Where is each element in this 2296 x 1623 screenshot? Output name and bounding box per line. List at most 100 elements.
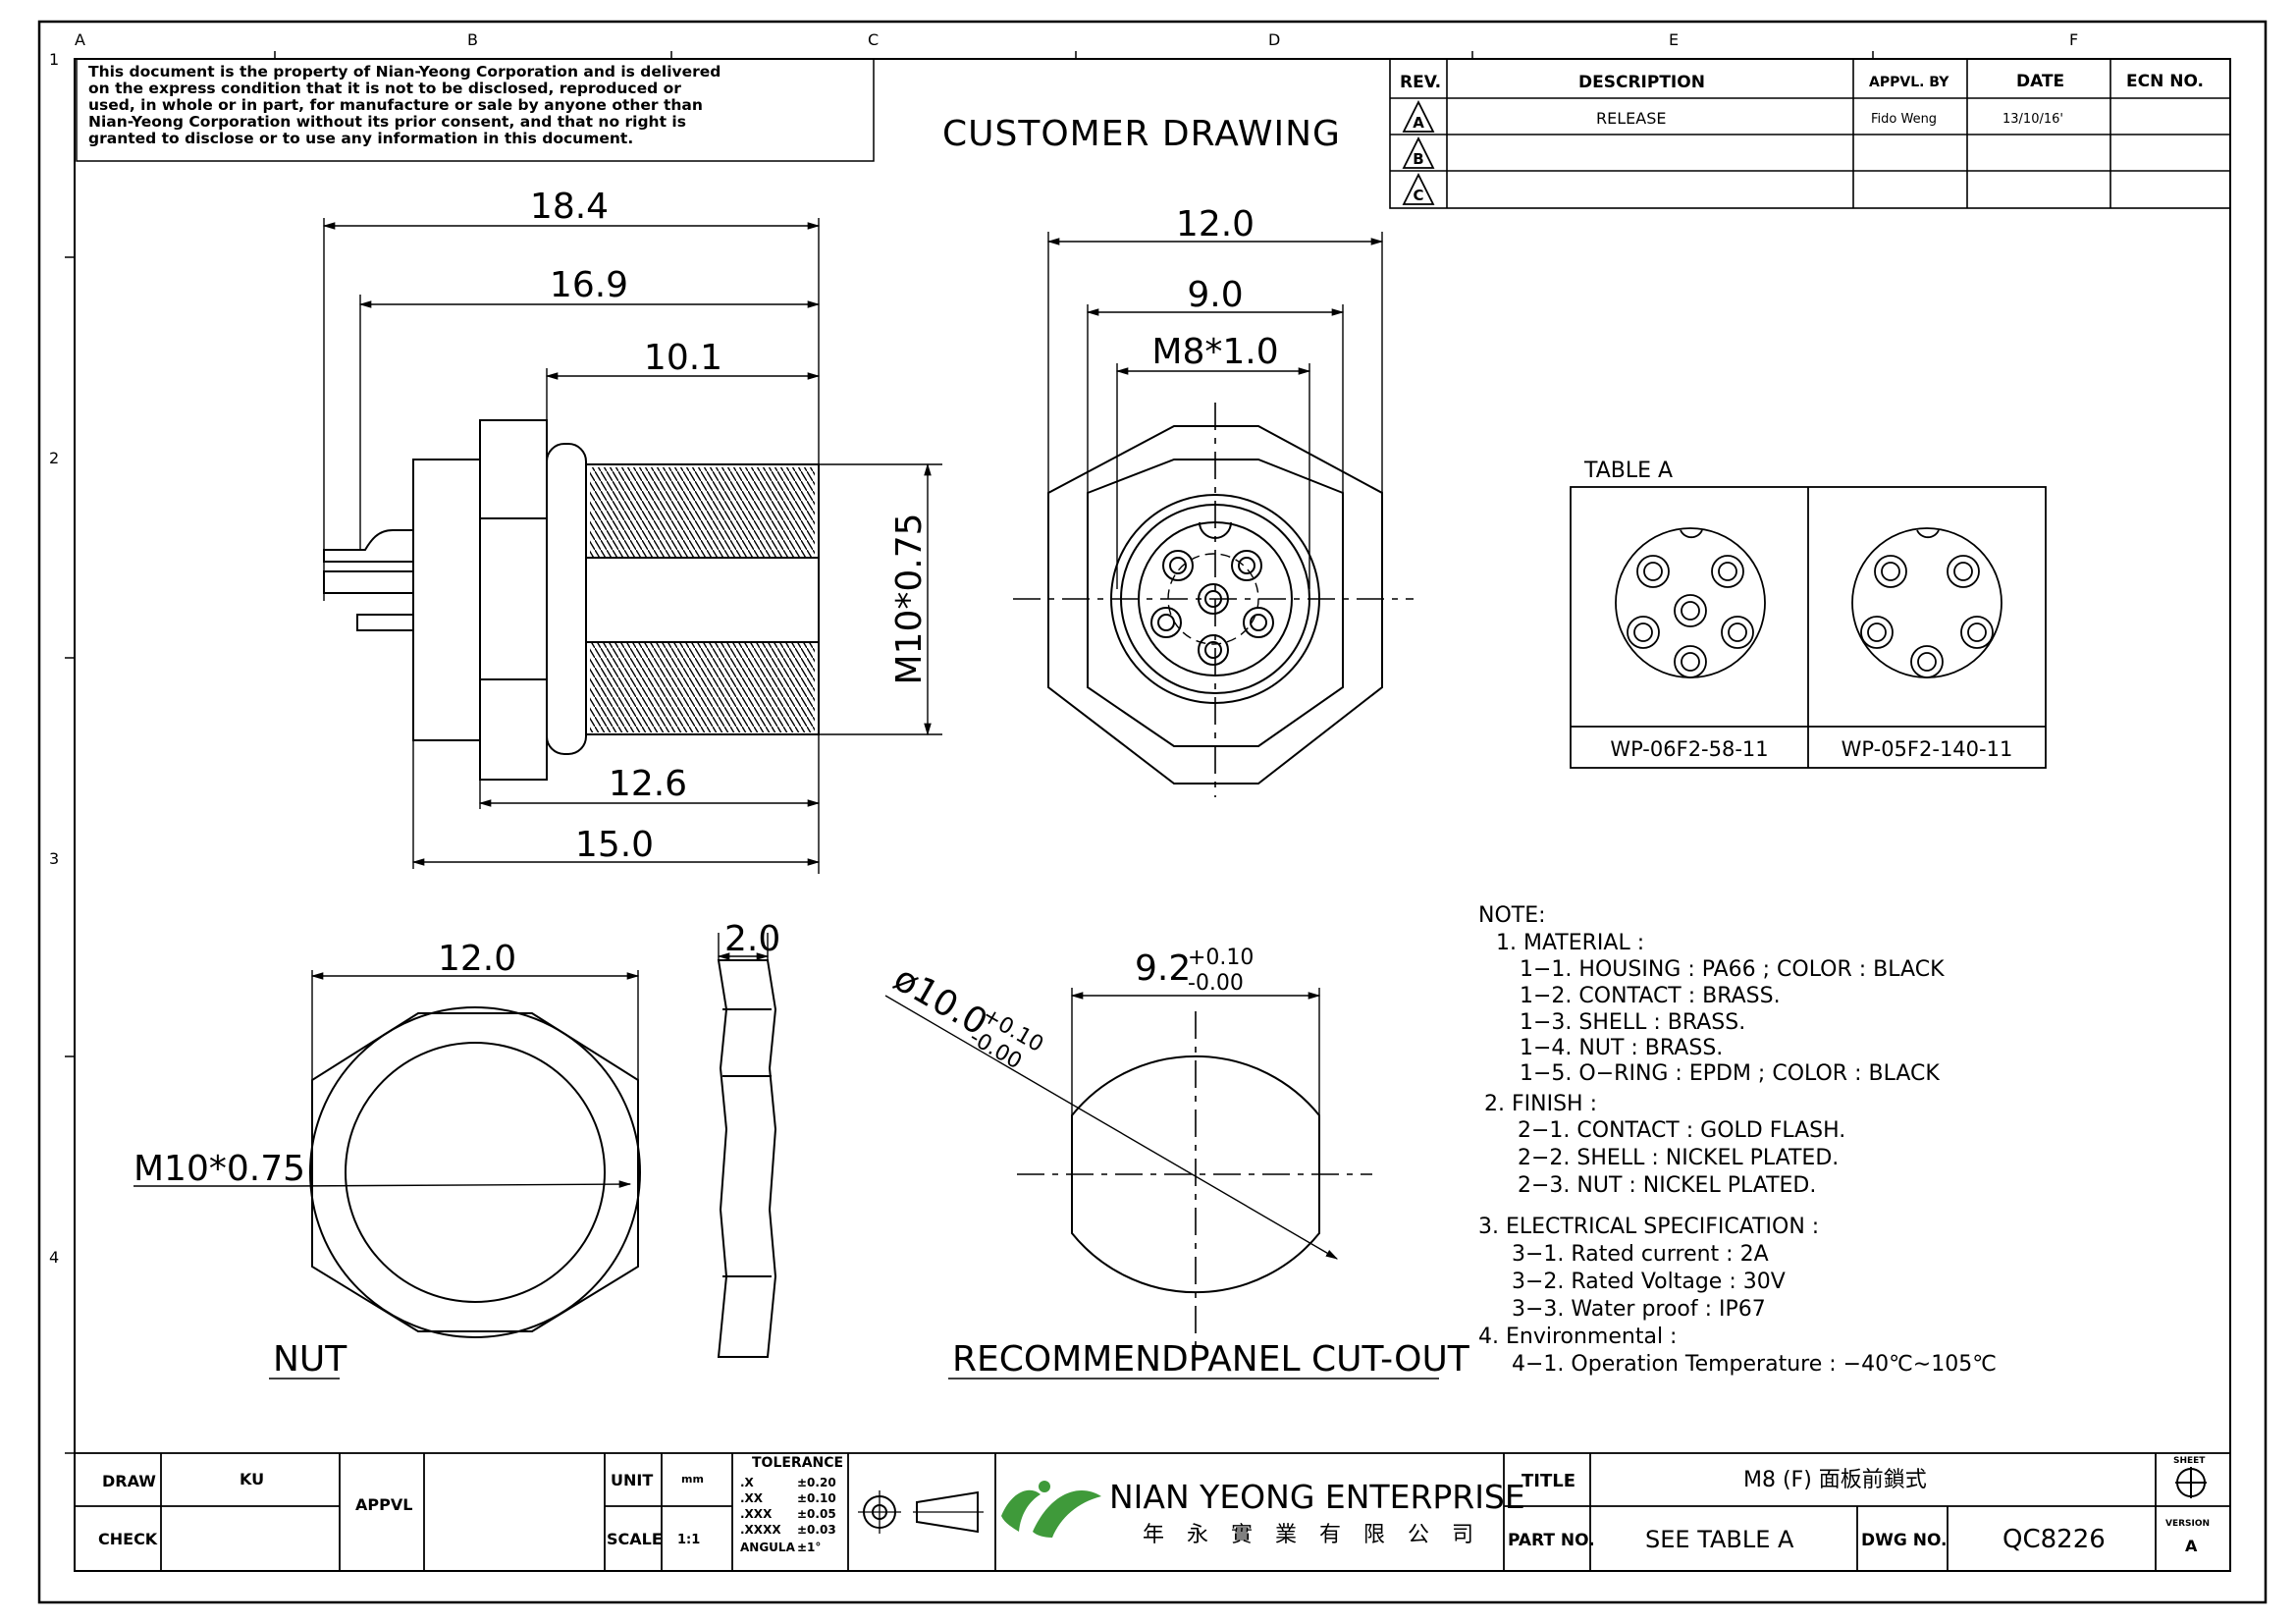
note-line: 1−1. HOUSING : PA66 ; COLOR : BLACK (1520, 957, 1945, 982)
notes-heading: NOTE: (1478, 903, 1546, 928)
table-a-part-6pin: WP-06F2-58-11 (1610, 737, 1768, 761)
scale-value: 1:1 (677, 1533, 700, 1547)
note-line: 3−1. Rated current : 2A (1512, 1242, 1769, 1267)
front-view-drawing (1013, 232, 1414, 797)
projection-symbol-icon (858, 1490, 984, 1534)
zone-letter: A (75, 30, 85, 49)
outer-frame (37, 20, 2268, 1604)
rev-header: REV. (1400, 73, 1441, 92)
disclaimer-text: This document is the property of Nian-Ye… (88, 63, 721, 147)
rev-a-description: RELEASE (1596, 109, 1666, 128)
approved-by-header: APPVL. BY (1869, 75, 1949, 90)
sheet-label: SHEET (2173, 1456, 2206, 1466)
cutout-label: RECOMMENDPANEL CUT-OUT (952, 1339, 1470, 1380)
leader-line (290, 1180, 632, 1188)
dim-overall-length: 18.4 (530, 187, 609, 227)
title-block (74, 1452, 2231, 1572)
zone-ticks (65, 51, 1874, 1454)
part-no-label: PART NO. (1508, 1531, 1595, 1550)
disclaimer-box (76, 58, 875, 162)
scale-label: SCALE (607, 1530, 663, 1548)
dim-nut-thickness: 2.0 (724, 919, 780, 959)
drawing-title: CUSTOMER DRAWING (942, 114, 1341, 154)
leader-line (884, 995, 1339, 1260)
dwg-no-value: QC8226 (2002, 1525, 2106, 1554)
note-line: 1. MATERIAL : (1496, 931, 1644, 955)
note-line: 1−5. O−RING : EPDM ; COLOR : BLACK (1520, 1061, 1940, 1086)
version-label: VERSION (2165, 1519, 2210, 1529)
zone-number: 3 (49, 849, 59, 868)
draw-value: KU (240, 1470, 264, 1488)
zone-letter: D (1268, 30, 1280, 49)
note-line: 3−2. Rated Voltage : 30V (1512, 1270, 1786, 1294)
dim-body-length: 12.6 (609, 764, 687, 804)
title-value: M8 (F) 面板前鎖式 (1743, 1468, 1927, 1492)
note-line: 2−3. NUT : NICKEL PLATED. (1518, 1173, 1816, 1198)
dim-front-thread: M8*1.0 (1151, 332, 1278, 372)
description-header: DESCRIPTION (1578, 73, 1705, 92)
zone-letter: E (1669, 30, 1679, 49)
panel-cutout-drawing (1017, 988, 1372, 1355)
zone-number: 4 (49, 1248, 59, 1267)
dim-total-length: 15.0 (575, 825, 654, 865)
table-a-title: TABLE A (1583, 459, 1673, 483)
dim-thread-diameter: M10*0.75 (889, 513, 930, 684)
sheet-symbol-icon (2175, 1467, 2207, 1498)
rev-a-approved-by: Fido Weng (1871, 112, 1937, 127)
disclaimer-line: used, in whole or in part, for manufactu… (88, 96, 703, 114)
tolerance-key: .X (740, 1476, 755, 1489)
rev-letter-a: A (1413, 114, 1424, 132)
nut-side-drawing (717, 933, 777, 1358)
tolerance-value: ±0.10 (797, 1491, 836, 1505)
zone-number: 1 (49, 50, 59, 69)
draw-label: DRAW (102, 1472, 156, 1490)
rev-letter-c: C (1413, 187, 1423, 204)
dim-pin-length: 16.9 (550, 265, 628, 305)
disclaimer-line: on the express condition that it is not … (88, 80, 681, 97)
tolerance-key: .XXX (740, 1507, 773, 1521)
zone-markers: A B C D E F 1 2 3 4 (49, 30, 2078, 1267)
table-a (1570, 486, 2047, 769)
appvl-label: APPVL (355, 1495, 412, 1514)
notes-block: NOTE: 1. MATERIAL : 1−1. HOUSING : PA66 … (1478, 903, 1997, 1377)
zone-letter: F (2069, 30, 2078, 49)
dim-front-width: 12.0 (1176, 204, 1255, 244)
dwg-no-label: DWG NO. (1861, 1531, 1948, 1550)
note-line: 2. FINISH : (1484, 1092, 1597, 1116)
side-view-drawing (323, 218, 942, 874)
nut-front-drawing (133, 970, 641, 1338)
note-line: 4. Environmental : (1478, 1325, 1677, 1349)
version-value: A (2185, 1537, 2198, 1555)
zone-letter: C (868, 30, 879, 49)
disclaimer-line: This document is the property of Nian-Ye… (88, 63, 721, 81)
tolerance-key: ANGULA (740, 1541, 796, 1554)
rev-triangles (1402, 99, 1435, 205)
tolerance-key: .XXXX (740, 1523, 781, 1537)
disclaimer-line: Nian-Yeong Corporation without its prior… (88, 113, 686, 131)
tolerance-table: TOLERANCE .X ±0.20 .XX ±0.10 .XXX ±0.05 … (740, 1455, 843, 1554)
table-a-part-5pin: WP-05F2-140-11 (1842, 737, 2013, 761)
tolerance-key: .XX (740, 1491, 764, 1505)
dim-cutout-flat: 9.2 (1135, 948, 1191, 989)
note-line: 1−3. SHELL : BRASS. (1520, 1010, 1745, 1035)
company-name-zh: 年 永 實 業 有 限 公 司 (1143, 1523, 1481, 1547)
note-line: 3−3. Water proof : IP67 (1512, 1297, 1766, 1322)
tolerance-value: ±0.03 (797, 1523, 836, 1537)
company-name-en: NIAN YEONG ENTERPRISE (1109, 1478, 1525, 1516)
unit-label: UNIT (611, 1471, 653, 1489)
dim-nut-width: 12.0 (438, 939, 516, 979)
revision-table (1389, 58, 2231, 209)
zone-letter: B (467, 30, 478, 49)
note-line: 1−2. CONTACT : BRASS. (1520, 984, 1781, 1008)
note-line: 2−2. SHELL : NICKEL PLATED. (1518, 1146, 1839, 1170)
tolerance-value: ±0.20 (797, 1476, 836, 1489)
note-line: 4−1. Operation Temperature : −40℃∼105℃ (1512, 1352, 1997, 1377)
tolerance-value: ±0.05 (797, 1507, 836, 1521)
disclaimer-line: granted to disclose or to use any inform… (88, 130, 633, 147)
dim-front-inner: 9.0 (1187, 275, 1243, 315)
note-line: 2−1. CONTACT : GOLD FLASH. (1518, 1118, 1845, 1143)
rev-a-date: 13/10/16' (2002, 112, 2063, 127)
part-no-value: SEE TABLE A (1645, 1526, 1794, 1553)
tolerance-heading: TOLERANCE (752, 1455, 843, 1471)
